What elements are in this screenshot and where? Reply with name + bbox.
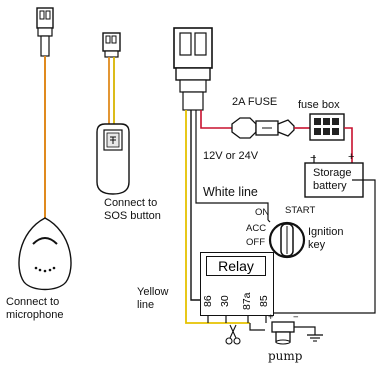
white-wire (195, 110, 269, 220)
microphone-icon (18, 217, 72, 291)
battery-to-relay-wire (272, 179, 376, 314)
sos-button-icon (96, 123, 130, 195)
pump-icon (271, 321, 295, 345)
relay-pin-85: 85 (258, 295, 270, 307)
fuse-icon (231, 117, 295, 139)
yellow-wire (185, 110, 250, 324)
ground-icon (307, 334, 323, 342)
key-acc-label: ACC (246, 223, 267, 234)
battery-minus-label: − (310, 152, 317, 164)
ignition-key-label-2: key (308, 239, 326, 251)
key-off-label: OFF (246, 237, 265, 248)
scissors-icon (225, 324, 241, 345)
pump-label: pump (268, 349, 303, 363)
red-wire-to-battery (344, 127, 353, 163)
microphone-label-2: microphone (6, 309, 64, 321)
storage-battery-label-1: Storage (313, 167, 352, 179)
key-on-label: ON (255, 207, 270, 218)
relay-to-pump-wire (249, 323, 265, 331)
relay-label: Relay (206, 256, 266, 276)
ignition-key-icon (268, 221, 306, 259)
battery-plus-label: + (348, 151, 355, 163)
relay-pin-87a: 87a (241, 292, 253, 310)
voltage-label: 12V or 24V (203, 150, 259, 162)
red-wire-to-fuse (200, 110, 232, 129)
ignition-key-label-1: Ignition (308, 226, 344, 238)
pump-minus-label: − (293, 312, 299, 323)
pump-plus-label: + (268, 312, 274, 323)
yellow-line-label-2: line (137, 299, 155, 311)
key-start-label: START (285, 205, 316, 216)
microphone-label-1: Connect to (6, 296, 60, 308)
sos-label-1: Connect to (104, 197, 158, 209)
white-line-label: White line (203, 185, 258, 199)
relay-pin-86: 86 (202, 295, 214, 307)
microphone-connector (36, 7, 54, 57)
sos-label-2: SOS button (104, 210, 161, 222)
main-harness-connector (173, 27, 213, 111)
fuse-label: 2A FUSE (232, 96, 278, 108)
fuse-box-icon (309, 113, 345, 141)
relay-pin-30: 30 (219, 295, 231, 307)
sos-connector (102, 32, 121, 58)
storage-battery-label-2: battery (313, 180, 347, 192)
pump-ground-wire (294, 326, 316, 335)
yellow-line-label-1: Yellow (137, 286, 169, 298)
fuse-box-label: fuse box (298, 99, 340, 111)
